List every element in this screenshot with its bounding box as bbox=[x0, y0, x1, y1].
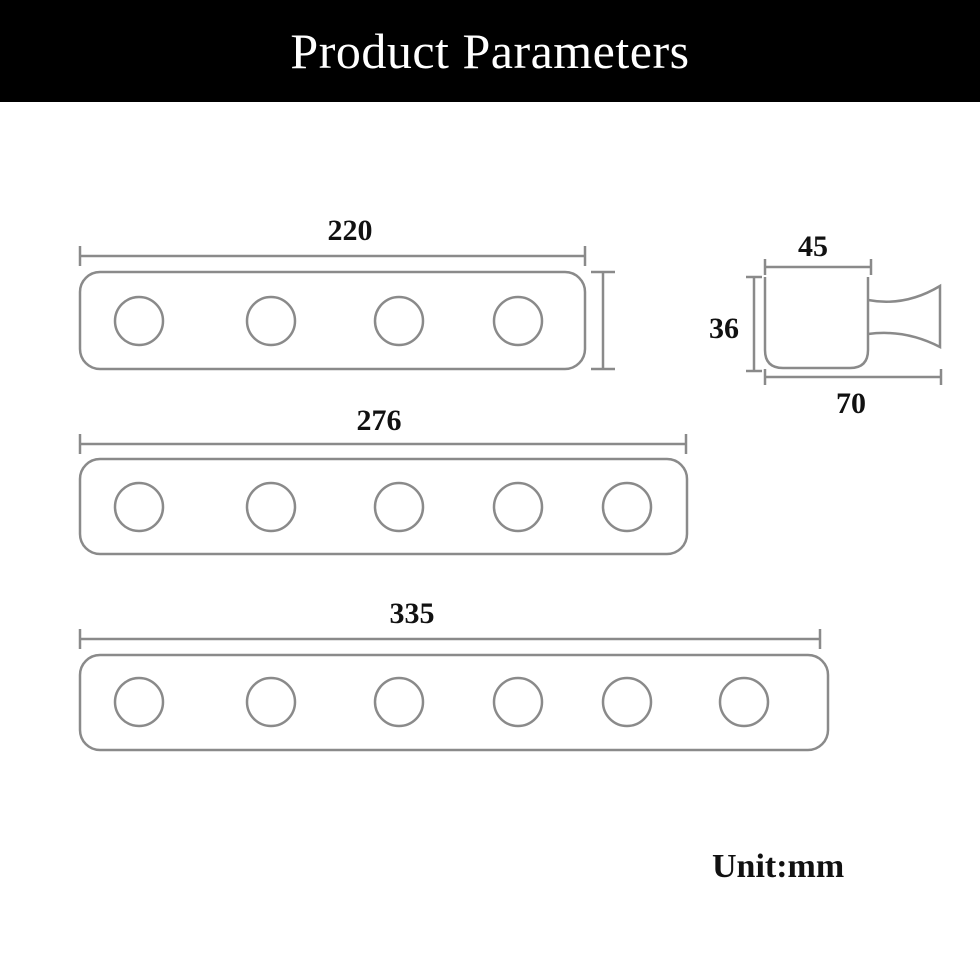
hook-width-label: 45 bbox=[798, 230, 828, 263]
rail-4-hole bbox=[492, 295, 544, 347]
hook-width-dimension-line bbox=[763, 259, 873, 275]
hook-depth-dimension-line bbox=[763, 369, 943, 385]
hook-height-label: 36 bbox=[709, 312, 739, 345]
hook-cup-profile bbox=[763, 277, 870, 370]
rail-6-plate bbox=[78, 653, 830, 752]
title-banner: Product Parameters bbox=[0, 0, 980, 102]
rail-6-width-dimension-line bbox=[78, 629, 822, 649]
hook-mount-profile bbox=[867, 283, 942, 350]
rail-4-height-dimension-line bbox=[591, 270, 615, 371]
rail-5-width-label: 276 bbox=[357, 404, 402, 437]
rail-5-hole bbox=[601, 481, 653, 533]
rail-5-plate bbox=[78, 457, 689, 556]
rail-5-hole bbox=[492, 481, 544, 533]
hook-height-dimension-line bbox=[746, 275, 762, 373]
rail-6-hole bbox=[492, 676, 544, 728]
rail-5-holes bbox=[78, 434, 689, 556]
rail-6-hole bbox=[113, 676, 165, 728]
rail-6-hole bbox=[718, 676, 770, 728]
rail-4-holes bbox=[78, 246, 615, 371]
rail-6-holes bbox=[78, 629, 830, 752]
rail-5-hole bbox=[245, 481, 297, 533]
rail-5-hole bbox=[373, 481, 425, 533]
rail-4-width-dimension-line bbox=[78, 246, 587, 266]
rail-5-hole bbox=[113, 481, 165, 533]
hook-side-view bbox=[746, 259, 943, 385]
rail-4-width-label: 220 bbox=[328, 214, 373, 247]
rail-4-hole bbox=[113, 295, 165, 347]
rail-6-hole bbox=[601, 676, 653, 728]
rail-6-hole bbox=[245, 676, 297, 728]
rail-4-hole bbox=[373, 295, 425, 347]
rail-6-width-label: 335 bbox=[390, 597, 435, 630]
unit-label: Unit:mm bbox=[712, 848, 845, 885]
hook-depth-label: 70 bbox=[836, 387, 866, 420]
rail-5-width-dimension-line bbox=[78, 434, 688, 454]
rail-4-plate bbox=[78, 270, 587, 371]
rail-6-hole bbox=[373, 676, 425, 728]
rail-4-hole bbox=[245, 295, 297, 347]
page-title: Product Parameters bbox=[290, 23, 690, 79]
